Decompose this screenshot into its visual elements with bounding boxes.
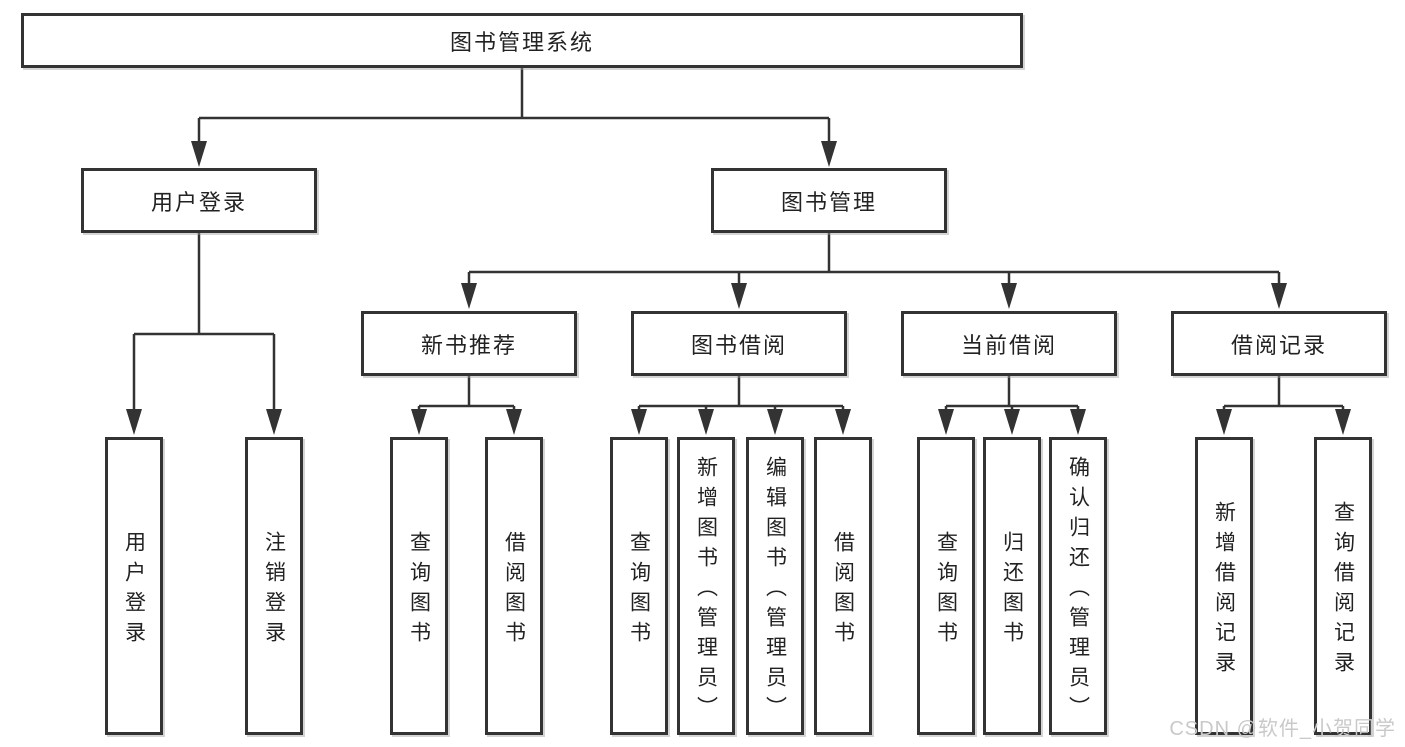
- node-label: 新增借阅记录: [1212, 500, 1236, 681]
- arrow-down-icon: [698, 409, 714, 435]
- arrow-down-icon: [266, 409, 282, 435]
- node-leaf-user-login: 用户登录: [105, 437, 163, 735]
- node-leaf-logout: 注销登录: [245, 437, 303, 735]
- node-label: 确认归还（管理员）: [1066, 455, 1090, 726]
- node-book-management-branch: 图书管理: [711, 168, 947, 233]
- node-label: 用户登录: [150, 189, 247, 215]
- arrow-down-icon: [506, 409, 522, 435]
- arrow-down-icon: [1001, 283, 1017, 309]
- node-label: 查询图书: [934, 530, 958, 651]
- node-new-book-recommendation: 新书推荐: [361, 311, 577, 376]
- arrow-down-icon: [411, 409, 427, 435]
- node-label: 查询图书: [627, 530, 651, 651]
- node-label: 借阅记录: [1230, 332, 1327, 358]
- node-current-borrowing: 当前借阅: [901, 311, 1117, 376]
- connector-new-book-rec-to-leaves: [417, 376, 516, 412]
- connector-book-mgmt-to-level3: [467, 233, 1281, 287]
- node-borrowing-records: 借阅记录: [1171, 311, 1387, 376]
- node-label: 用户登录: [122, 530, 146, 651]
- node-user-login-branch: 用户登录: [81, 168, 317, 233]
- node-label: 编辑图书（管理员）: [763, 455, 787, 726]
- node-leaf-edit-book-admin: 编辑图书（管理员）: [746, 437, 804, 735]
- node-label: 当前借阅: [960, 332, 1057, 358]
- node-label: 新书推荐: [420, 332, 517, 358]
- node-label: 图书借阅: [690, 332, 787, 358]
- node-label: 查询借阅记录: [1331, 500, 1355, 681]
- node-leaf-query-books-2: 查询图书: [610, 437, 668, 735]
- connector-book-borrow-to-leaves: [637, 376, 845, 412]
- arrow-down-icon: [1271, 283, 1287, 309]
- arrow-down-icon: [631, 409, 647, 435]
- node-label: 注销登录: [262, 530, 286, 651]
- node-label: 归还图书: [1000, 530, 1024, 651]
- arrow-down-icon: [461, 283, 477, 309]
- node-label: 查询图书: [407, 530, 431, 651]
- node-leaf-borrow-books-1: 借阅图书: [485, 437, 543, 735]
- node-label: 借阅图书: [502, 530, 526, 651]
- node-label: 新增图书（管理员）: [694, 455, 718, 726]
- arrow-down-icon: [1004, 409, 1020, 435]
- node-label: 图书管理: [780, 189, 877, 215]
- node-label: 借阅图书: [831, 530, 855, 651]
- arrowheads: [126, 141, 1351, 435]
- arrow-down-icon: [835, 409, 851, 435]
- node-leaf-query-books-3: 查询图书: [917, 437, 975, 735]
- arrow-down-icon: [1216, 409, 1232, 435]
- node-leaf-return-book: 归还图书: [983, 437, 1041, 735]
- arrow-down-icon: [821, 141, 837, 167]
- node-book-borrowing: 图书借阅: [631, 311, 847, 376]
- node-leaf-query-borrow-record: 查询借阅记录: [1314, 437, 1372, 735]
- arrow-down-icon: [126, 409, 142, 435]
- node-leaf-add-borrow-record: 新增借阅记录: [1195, 437, 1253, 735]
- connector-current-borrow-to-leaves: [944, 376, 1080, 412]
- connector-root-to-level2: [197, 68, 831, 143]
- arrow-down-icon: [1335, 409, 1351, 435]
- arrow-down-icon: [767, 409, 783, 435]
- arrow-down-icon: [191, 141, 207, 167]
- arrow-down-icon: [1070, 409, 1086, 435]
- csdn-watermark: CSDN @软件_小贺同学: [1169, 718, 1396, 740]
- node-label: 图书管理系统: [449, 29, 594, 55]
- connector-borrow-records-to-leaves: [1222, 376, 1345, 412]
- arrow-down-icon: [938, 409, 954, 435]
- node-leaf-borrow-books-2: 借阅图书: [814, 437, 872, 735]
- node-leaf-confirm-return-admin: 确认归还（管理员）: [1049, 437, 1107, 735]
- node-library-management-system: 图书管理系统: [21, 13, 1023, 68]
- connector-user-login-to-leaves: [132, 233, 276, 412]
- node-leaf-query-books-1: 查询图书: [390, 437, 448, 735]
- arrow-down-icon: [731, 283, 747, 309]
- node-leaf-add-book-admin: 新增图书（管理员）: [677, 437, 735, 735]
